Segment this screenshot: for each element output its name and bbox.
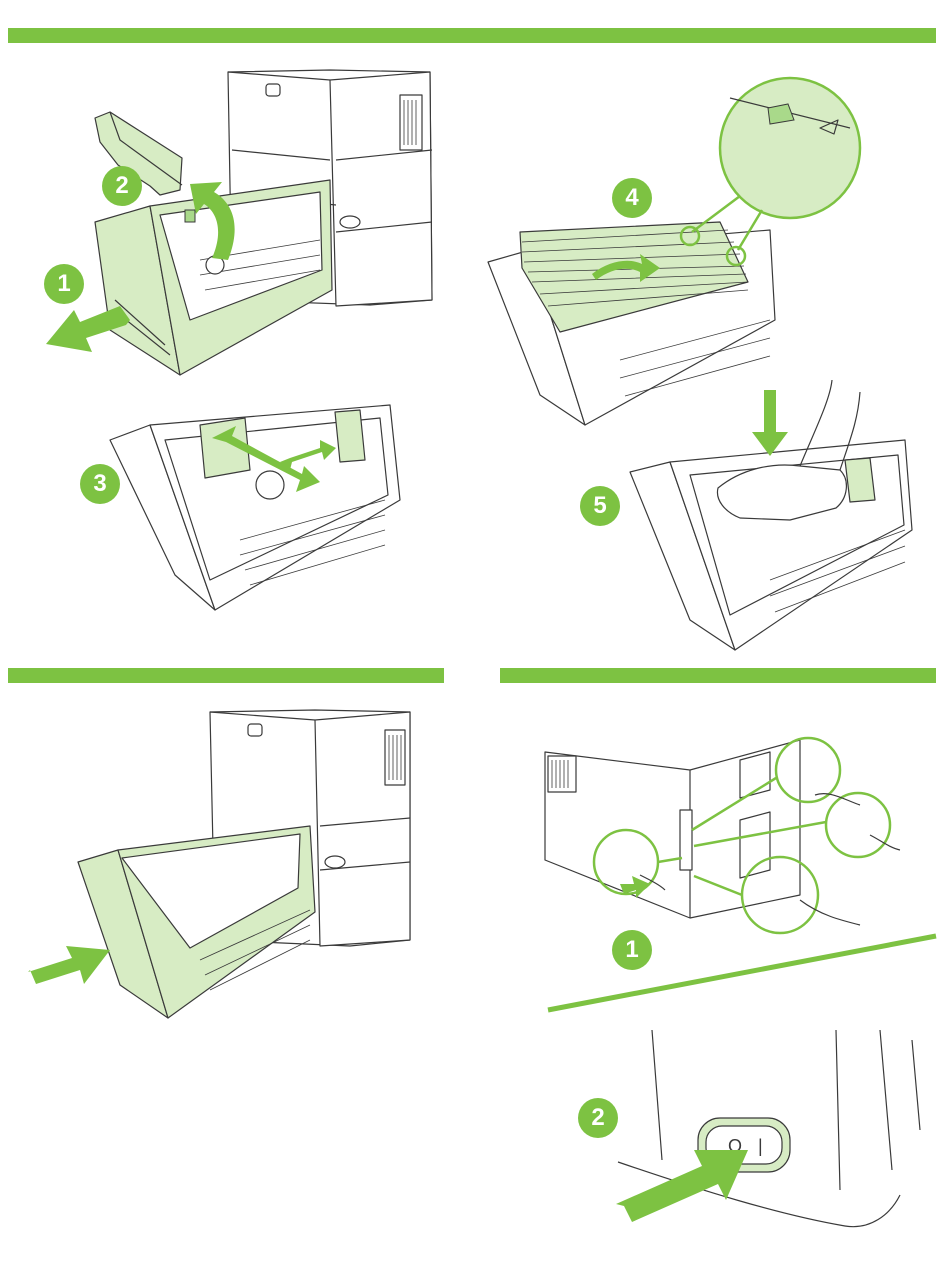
printer-rear-connections xyxy=(545,740,800,918)
paper-tray-inserting xyxy=(78,826,315,1018)
section-3-divider xyxy=(548,936,936,1010)
step-1-1-badge: 1 xyxy=(44,264,84,304)
insert-tray-arrow-icon xyxy=(28,946,110,984)
paper-tray-load-paper xyxy=(488,222,775,425)
step-3-2-badge: 2 xyxy=(578,1098,618,1138)
step-1-4-badge: 4 xyxy=(612,178,652,218)
step-1-2-badge: 2 xyxy=(102,166,142,206)
step-3-1-badge: 1 xyxy=(612,930,652,970)
press-down-arrow-icon xyxy=(752,390,788,456)
power-on-symbol: | xyxy=(758,1136,763,1156)
step-1-3-badge: 3 xyxy=(80,464,120,504)
paper-tray-adjust-guides xyxy=(110,405,400,610)
power-switch-arrow-icon xyxy=(616,1150,748,1222)
step-1-5-badge: 5 xyxy=(580,486,620,526)
